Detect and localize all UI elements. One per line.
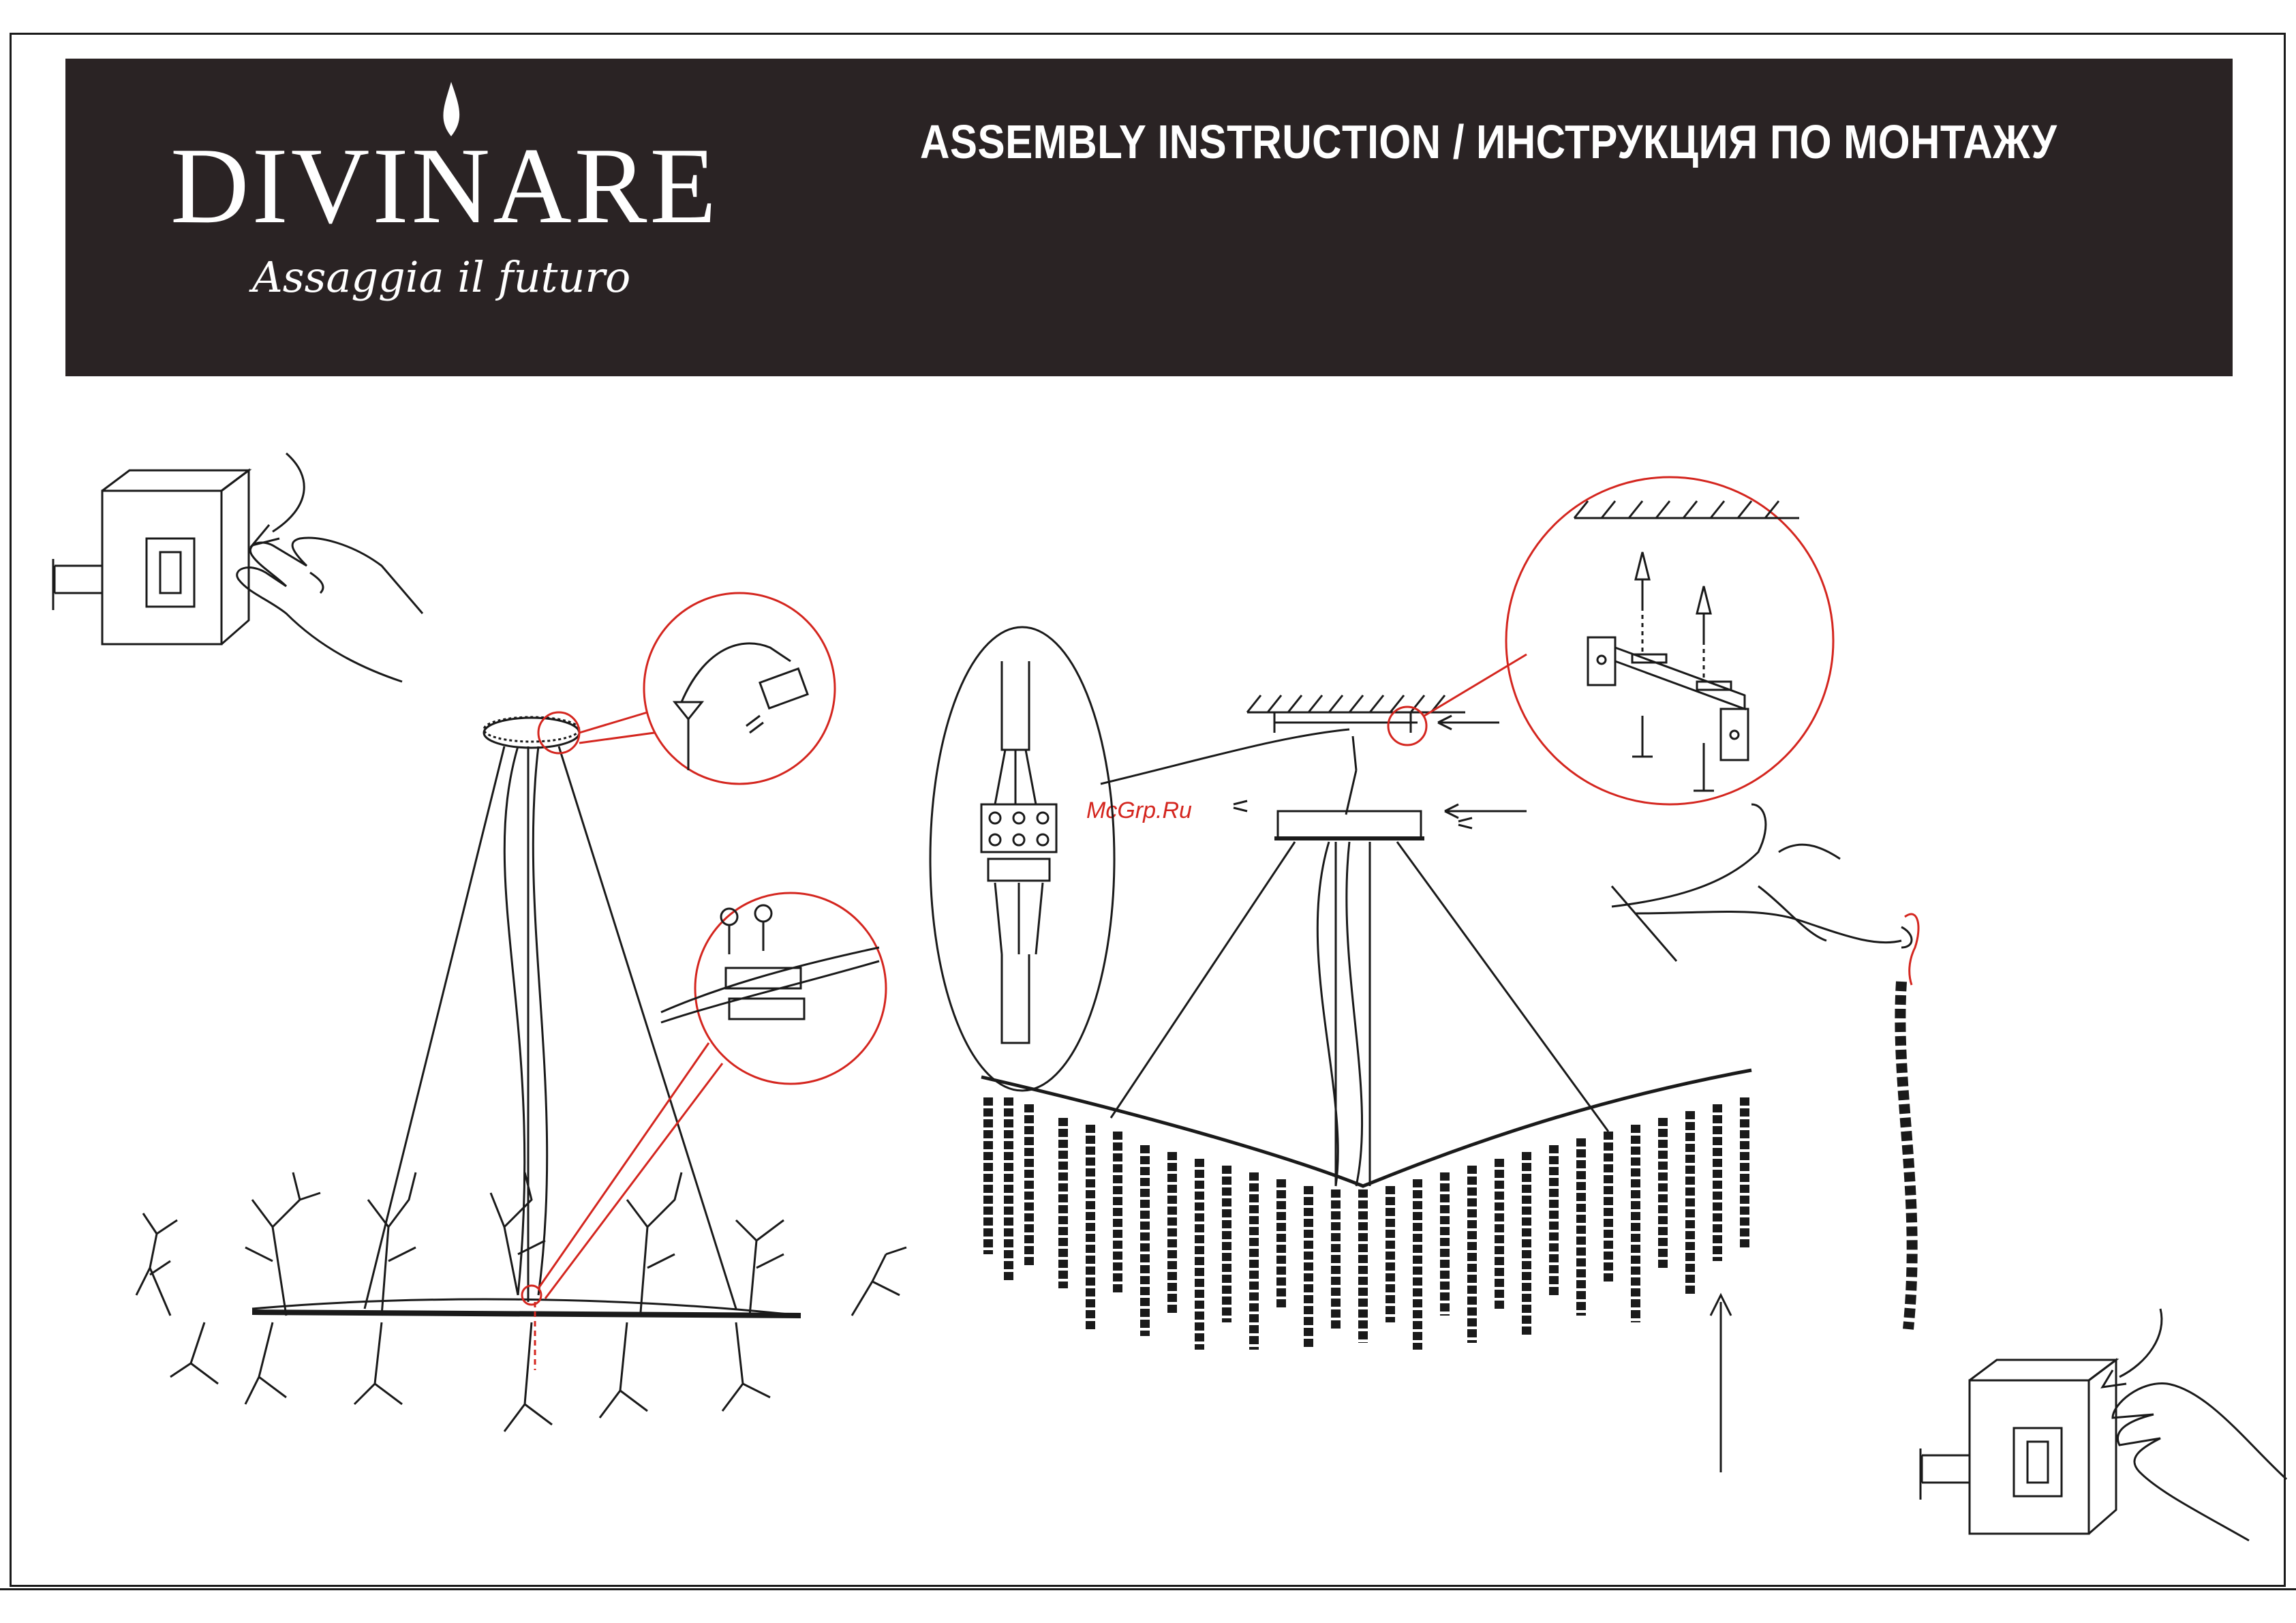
hand-icon [237, 538, 423, 682]
branch-icon [136, 1172, 906, 1431]
curved-arrow-icon [2102, 1309, 2162, 1387]
hand-icon [2113, 1384, 2286, 1541]
crystal-strand-icon [988, 1097, 1745, 1350]
lift-arrow-icon [1711, 1295, 1731, 1472]
middle-chandelier [981, 842, 1751, 1186]
crystal-strand-icon [1900, 982, 1912, 1329]
terminal-block-icon [930, 627, 1349, 1091]
ceiling-mount [1234, 695, 1527, 838]
screw-icon [661, 905, 879, 1022]
bottom-rule [0, 1588, 2296, 1590]
left-chandelier [252, 717, 801, 1316]
curved-arrow-icon [252, 453, 304, 545]
mounting-bracket-icon [1574, 501, 1799, 760]
screw-icon [675, 643, 808, 770]
wall-switch-icon [53, 470, 249, 644]
wall-switch-icon [1920, 1360, 2116, 1534]
branch-icon [1612, 804, 1912, 961]
